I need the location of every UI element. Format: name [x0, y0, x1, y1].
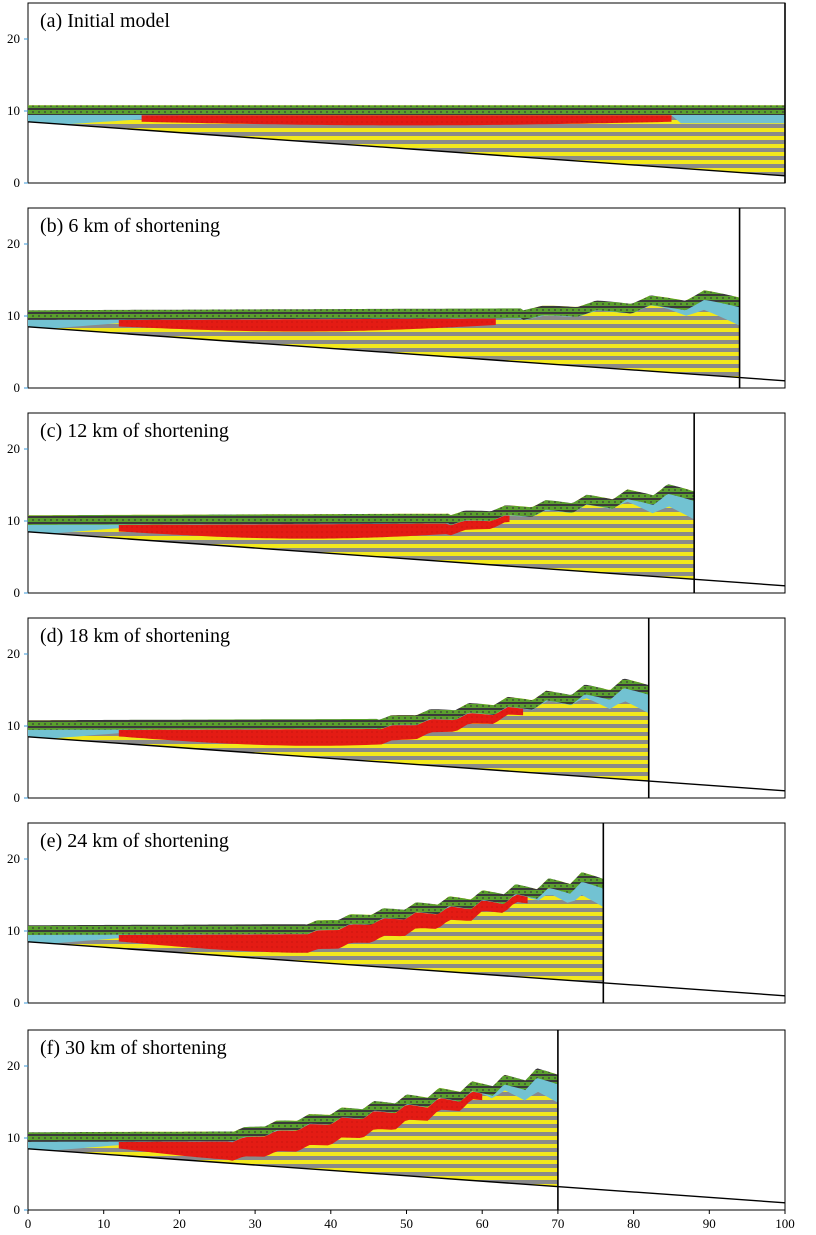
- basal-detachment-line: [27, 736, 786, 792]
- y-tick-label: 20: [7, 1058, 20, 1073]
- x-tick-label: 100: [775, 1216, 795, 1231]
- red-layer: [141, 115, 672, 126]
- y-tick-label: 10: [7, 1130, 20, 1145]
- basal-detachment-line: [27, 531, 786, 587]
- green-cap-layer: [28, 678, 649, 730]
- panel-title: (a) Initial model: [40, 10, 170, 32]
- panel-e: 0 10 20 (e) 24 km of shortening: [7, 822, 786, 1010]
- red-layer: [118, 515, 510, 539]
- basal-detachment-line: [27, 326, 786, 382]
- red-layer: [118, 707, 524, 746]
- panel-title: (e) 24 km of shortening: [40, 830, 229, 852]
- y-tick-label: 20: [7, 441, 20, 456]
- green-cap-layer: [28, 290, 740, 320]
- y-tick-label: 20: [7, 31, 20, 46]
- y-tick-label: 10: [7, 308, 20, 323]
- basal-detachment-line: [27, 1148, 786, 1204]
- y-tick-label: 20: [7, 646, 20, 661]
- cyan-layer: [28, 880, 604, 946]
- x-tick-label: 30: [249, 1216, 262, 1231]
- red-layer: [118, 894, 528, 953]
- y-tick-label: 10: [7, 513, 20, 528]
- green-cap-layer: [28, 872, 604, 935]
- panel-c: 0 10 20 (c) 12 km of shortening: [7, 412, 786, 600]
- cyan-layer: [28, 687, 649, 741]
- panel-b: 0 10 20 (b) 6 km of shortening: [7, 207, 786, 395]
- green-cap-layer: [28, 1068, 558, 1142]
- panel-title: (d) 18 km of shortening: [40, 625, 230, 647]
- x-tick-label: 10: [97, 1216, 110, 1231]
- basal-detachment-line: [27, 941, 786, 997]
- x-tick-label: 60: [476, 1216, 489, 1231]
- y-tick-label: 0: [14, 790, 21, 805]
- y-tick-label: 20: [7, 236, 20, 251]
- y-tick-label: 10: [7, 103, 20, 118]
- panel-f: 0 10 20 (f) 30 km of shortening: [7, 1029, 786, 1217]
- x-tick-label: 80: [627, 1216, 640, 1231]
- y-tick-label: 0: [14, 380, 21, 395]
- green-cap-layer: [28, 105, 785, 115]
- panel-a: 0 10 20 (a) Initial model: [7, 2, 786, 190]
- red-layer: [118, 318, 496, 332]
- y-tick-label: 20: [7, 851, 20, 866]
- x-tick-label: 40: [324, 1216, 337, 1231]
- panel-d: 0 10 20 (d) 18 km of shortening: [7, 617, 786, 805]
- y-tick-label: 10: [7, 923, 20, 938]
- x-tick-label: 0: [25, 1216, 32, 1231]
- x-tick-label: 70: [551, 1216, 564, 1231]
- y-tick-label: 0: [14, 995, 21, 1010]
- cyan-layer: [28, 1077, 558, 1153]
- cyan-layer: [28, 113, 785, 127]
- panel-frame: [27, 617, 786, 799]
- red-layer: [118, 1091, 483, 1161]
- y-tick-label: 10: [7, 718, 20, 733]
- green-cap-layer: [28, 484, 695, 525]
- x-tick-label: 90: [703, 1216, 716, 1231]
- y-tick-label: 0: [14, 585, 21, 600]
- x-tick-label: 50: [400, 1216, 413, 1231]
- panel-title: (b) 6 km of shortening: [40, 215, 220, 237]
- y-tick-label: 0: [14, 1202, 21, 1217]
- panel-title: (f) 30 km of shortening: [40, 1037, 227, 1059]
- y-tick-label: 0: [14, 175, 21, 190]
- x-tick-label: 20: [173, 1216, 186, 1231]
- basal-detachment-line: [27, 121, 786, 177]
- panel-title: (c) 12 km of shortening: [40, 420, 229, 442]
- x-axis: 0 10 20 30 40 50 60 70 80 90 100: [25, 1210, 795, 1231]
